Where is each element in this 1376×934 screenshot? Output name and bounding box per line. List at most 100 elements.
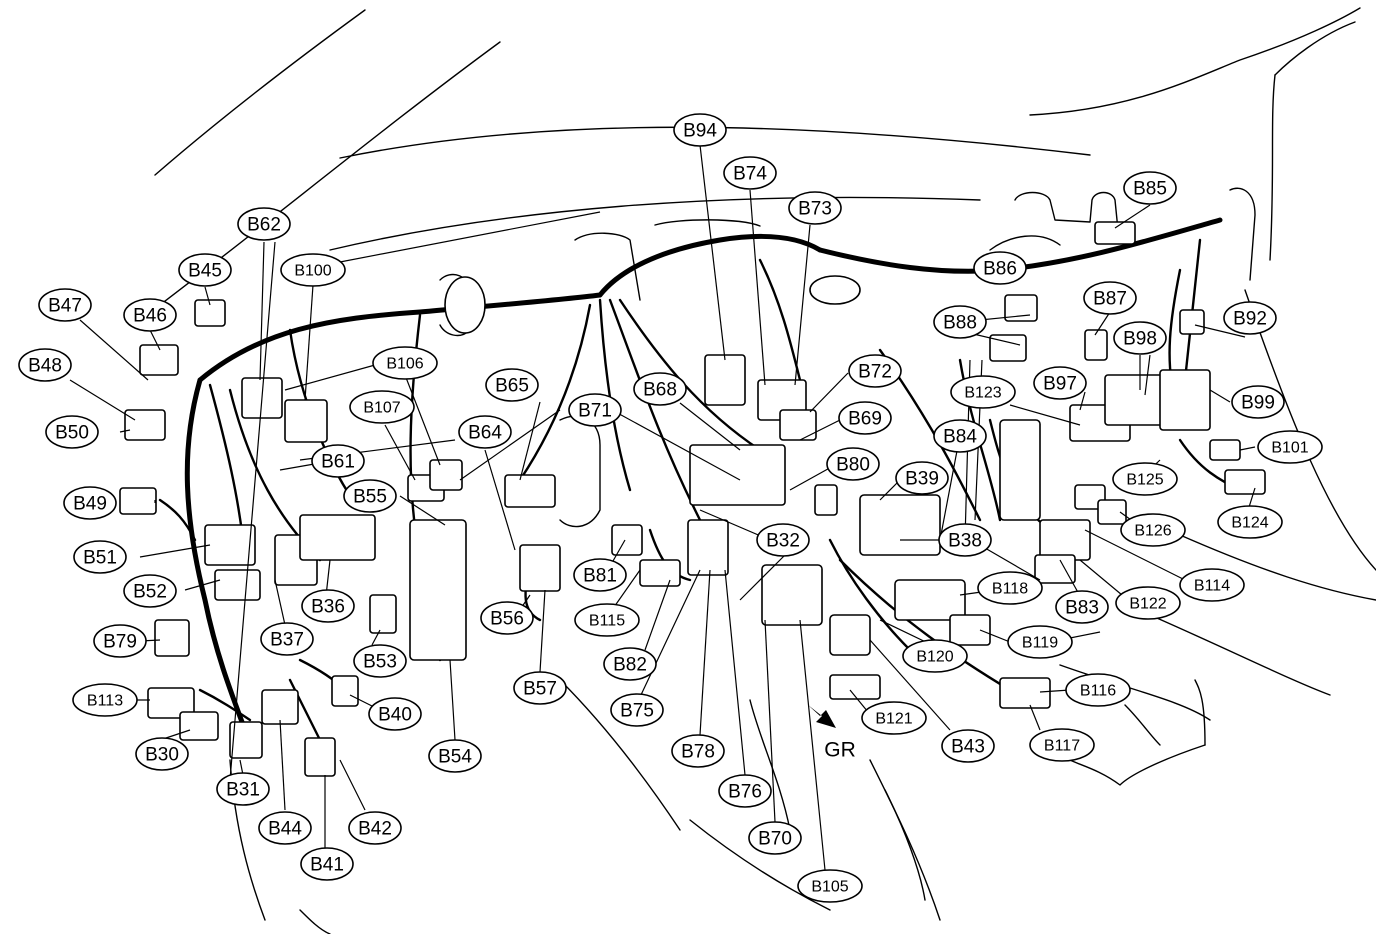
callout-b86: B86: [973, 251, 1027, 285]
callout-bubble: [756, 523, 810, 557]
callout-b57: B57: [513, 671, 567, 705]
callout-label: B81: [583, 566, 617, 587]
callout-bubble: [574, 603, 640, 637]
callout-label: B49: [73, 494, 107, 515]
callout-bubble: [480, 601, 534, 635]
callout-bubble: [1179, 568, 1245, 602]
callout-bubble: [123, 574, 177, 608]
callout-bubble: [372, 346, 438, 380]
callout-b84: B84: [933, 419, 987, 453]
callout-b38: B38: [938, 523, 992, 557]
callout-bubble: [1065, 673, 1131, 707]
callout-bubble: [797, 869, 863, 903]
callout-b30: B30: [135, 737, 189, 771]
callout-label: B105: [811, 879, 848, 896]
callout-b41: B41: [300, 847, 354, 881]
callout-bubble: [977, 571, 1043, 605]
callout-b40: B40: [368, 697, 422, 731]
callout-b85: B85: [1123, 171, 1177, 205]
callout-bubble: [73, 540, 127, 574]
callout-bubble: [973, 251, 1027, 285]
callout-b78: B78: [671, 734, 725, 768]
callout-label: B94: [683, 121, 717, 142]
callout-label: B115: [589, 613, 625, 630]
callout-label: B71: [578, 401, 612, 422]
callout-b107: B107: [349, 390, 415, 424]
callout-label: B85: [1133, 179, 1167, 200]
callout-b122: B122: [1115, 586, 1181, 620]
connectors: [119, 221, 1266, 777]
callout-b65: B65: [485, 368, 539, 402]
callout-bubble: [1007, 625, 1073, 659]
callout-label: B100: [294, 263, 331, 280]
callout-b46: B46: [123, 298, 177, 332]
callout-bubble: [573, 558, 627, 592]
callout-b56: B56: [480, 601, 534, 635]
connector-b31: [229, 721, 263, 759]
connector-b72: [779, 409, 817, 441]
connector-b45: [194, 299, 226, 327]
callout-label: B44: [268, 819, 302, 840]
ground-label: GR: [824, 739, 856, 762]
callout-bubble: [838, 401, 892, 435]
body-outline: [139, 7, 1376, 934]
callout-bubble: [135, 737, 189, 771]
callout-b94: B94: [673, 113, 727, 147]
callout-bubble: [18, 348, 72, 382]
connector-b84: [999, 419, 1041, 521]
callout-b83: B83: [1055, 590, 1109, 624]
callout-b61: B61: [311, 444, 365, 478]
callout-label: B124: [1231, 515, 1268, 532]
callout-b71: B71: [568, 393, 622, 427]
callout-b54: B54: [428, 739, 482, 773]
callout-bubble: [748, 821, 802, 855]
tube-left: [444, 276, 486, 334]
callout-b119: B119: [1007, 625, 1073, 659]
callout-bubble: [123, 298, 177, 332]
callout-bubble: [1217, 505, 1283, 539]
callout-label: B62: [247, 215, 281, 236]
callout-b55: B55: [343, 479, 397, 513]
callout-b105: B105: [797, 869, 863, 903]
connector-b98: [1104, 374, 1166, 426]
callout-bubble: [902, 639, 968, 673]
callout-label: B87: [1093, 289, 1127, 310]
connector-b39: [859, 494, 941, 556]
callout-label: B117: [1044, 738, 1080, 755]
callout-b80: B80: [826, 447, 880, 481]
callout-b101: B101: [1257, 430, 1323, 464]
connector-b121: [829, 674, 881, 700]
callout-label: B69: [848, 409, 882, 430]
connector-b100: [284, 399, 328, 443]
callout-b45: B45: [178, 253, 232, 287]
callout-label: B61: [321, 452, 355, 473]
callout-bubble: [348, 811, 402, 845]
callout-b99: B99: [1231, 385, 1285, 419]
connector-b80: [814, 484, 838, 516]
callout-b50: B50: [45, 415, 99, 449]
callout-bubble: [513, 671, 567, 705]
connector-b73: [809, 275, 861, 305]
connector-b75: [687, 519, 729, 576]
connector-b94: [704, 354, 746, 406]
callout-label: B57: [523, 679, 557, 700]
callout-label: B64: [468, 423, 502, 444]
callout-label: B80: [836, 455, 870, 476]
callout-b73: B73: [788, 191, 842, 225]
callout-bubble: [941, 729, 995, 763]
connector-b54: [409, 519, 467, 661]
ground-arrow-icon: [808, 705, 836, 728]
callout-label: B75: [620, 701, 654, 722]
callout-label: B97: [1043, 374, 1077, 395]
callout-label: B84: [943, 427, 977, 448]
callout-b79: B79: [93, 624, 147, 658]
connector-b92: [1179, 309, 1205, 335]
callout-bubble: [1257, 430, 1323, 464]
connector-b88: [989, 334, 1027, 362]
callout-b113: B113: [72, 683, 138, 717]
callout-b81: B81: [573, 558, 627, 592]
callout-bubble: [1120, 513, 1186, 547]
callout-bubble: [280, 253, 346, 287]
callout-b125: B125: [1112, 462, 1178, 496]
callout-label: B121: [875, 711, 912, 728]
